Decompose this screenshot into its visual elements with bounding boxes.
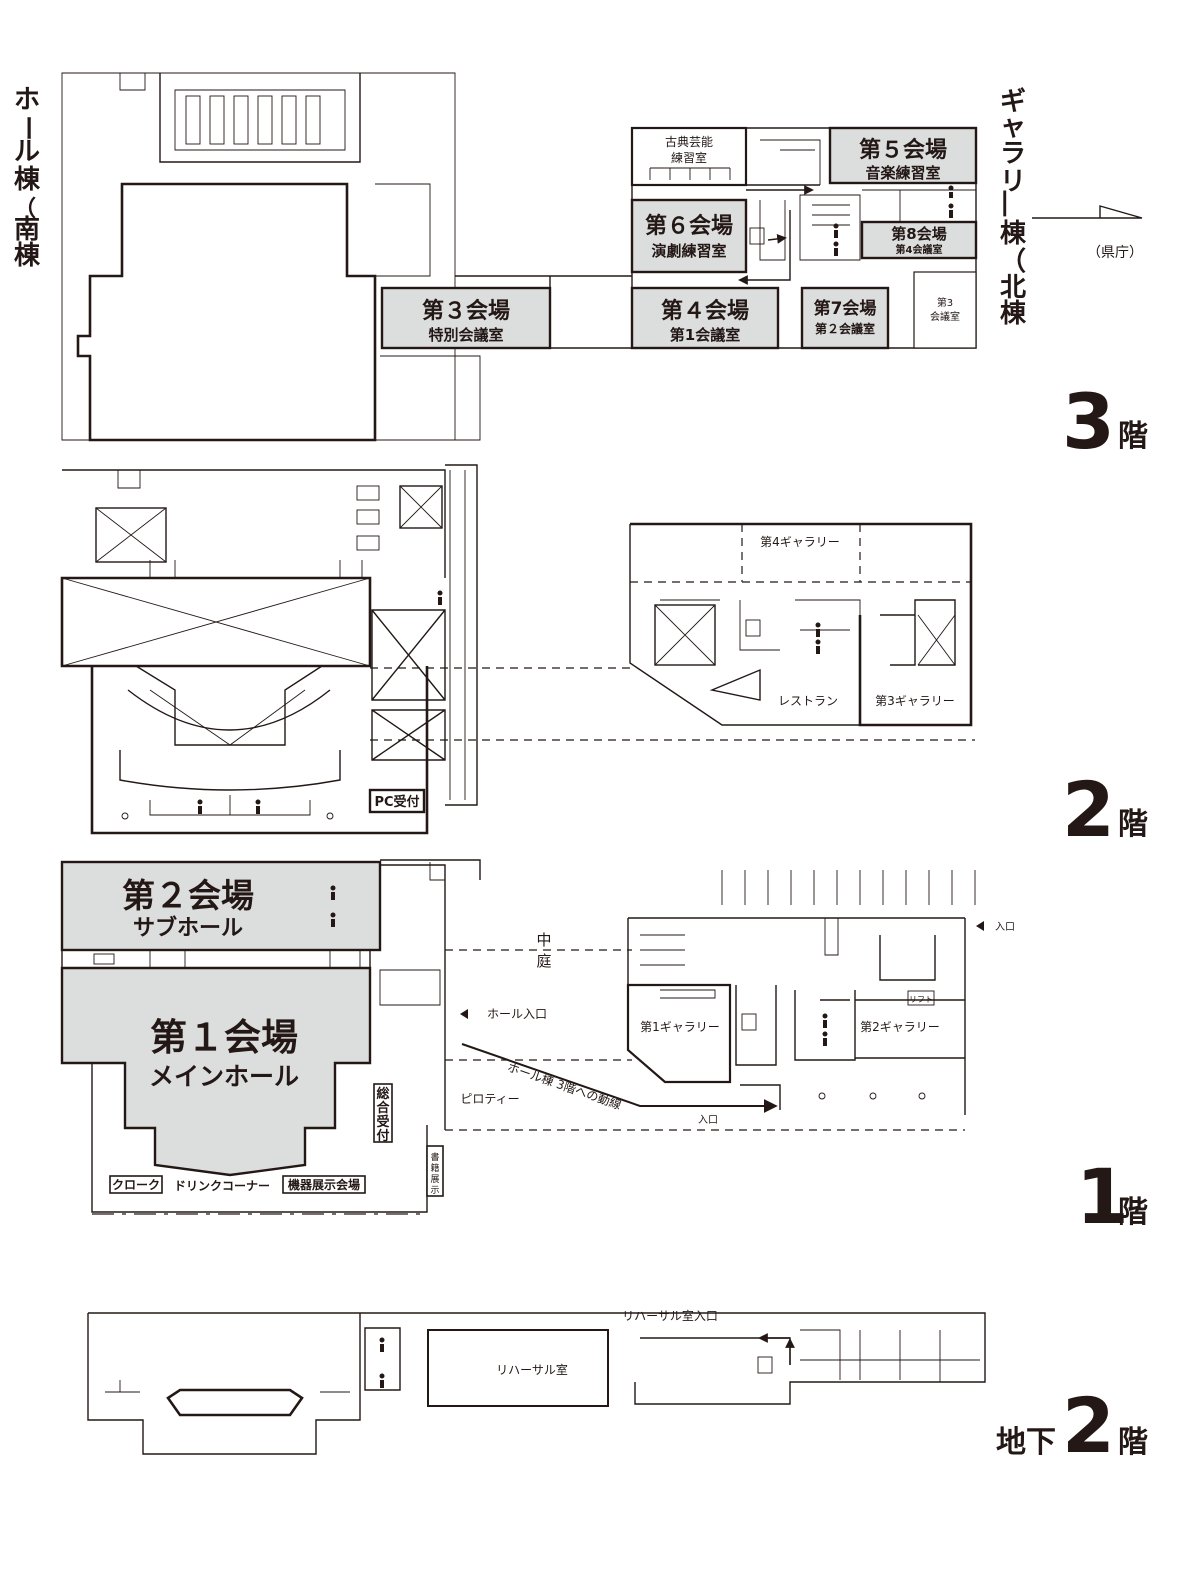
reception-c3: 受 [376,1114,389,1130]
hall-wing-label: ホ ー ル 棟 （ 南 棟 [12,85,42,271]
gallery-wing-c2: ャ [1000,112,1026,142]
meeting3-label: 第3 [937,296,953,309]
floor-label-3: 3 階 [1062,377,1148,466]
venue2-sub: サブホール [133,915,243,941]
equipment-hall-label: 機器展示会場 [288,1177,360,1192]
gallery-wing-c3: ラ [1000,139,1026,169]
lift-label: リフト [909,995,933,1004]
prefecture-office-label: （県庁） [1087,245,1143,261]
gallery-wing-c8: 北 [1000,273,1026,303]
venue5-sub: 音楽練習室 [865,164,940,182]
floor2-unit: 階 [1118,807,1148,842]
venue3-title: 第３会場 [422,298,510,324]
venue3-sub: 特別会議室 [428,326,503,344]
venue1-sub: メインホール [149,1062,299,1091]
gallery-wing-c4: リ [1000,167,1026,197]
gallery-wing-label: ギ ャ ラ リ | 棟 （ 北 棟 [1000,87,1027,329]
gallery2-label: 第2ギャラリー [860,1020,940,1034]
floor1-num: 1 [1076,1152,1129,1241]
venue7-sub: 第２会議室 [815,321,875,336]
book-display-c2: 籍 [430,1162,439,1174]
floor-3-plan: 古典芸能 練習室 第５会場 音楽練習室 第６会場 演劇練習室 第8会場 第4会議… [61,72,1143,442]
venue1-title: 第１会場 [150,1016,298,1059]
hall-wing-c4: 棟 [14,165,41,195]
elevator-icon-1f [741,1013,757,1031]
hall-wing-c2: ー [12,115,42,141]
floor2-num: 2 [1062,765,1115,854]
elevator-icon-2f [745,619,761,637]
gallery-wing-c9: 棟 [1000,299,1027,329]
floorb2-unit: 階 [1118,1425,1148,1460]
floorb2-num: 2 [1062,1381,1115,1470]
reception-c1: 総 [376,1086,389,1102]
rehearsal-entrance-label: リハーサル室入口 [622,1308,718,1323]
gallery-wing-c6: 棟 [1000,219,1027,249]
reception-c4: 付 [376,1128,389,1144]
gallery-wing-c7: （ [1000,247,1026,277]
venue6-title: 第６会場 [645,213,733,239]
drink-corner-label: ドリンクコーナー [174,1179,270,1193]
venue2-title: 第２会場 [122,876,254,915]
floor3-unit: 階 [1118,419,1148,454]
floor3-num: 3 [1062,377,1115,466]
hall-wing-c5: （ [14,197,36,222]
courtyard-c1: 中 [536,931,551,949]
classical-room-label: 古典芸能 [665,134,713,149]
route-label: ホール棟 3階への動線 [506,1059,624,1112]
floor-label-b2: 地下 2 階 [996,1381,1148,1470]
gallery1-label: 第1ギャラリー [640,1020,720,1034]
hall-wing-c3: ル [14,137,40,167]
hall-wing-c1: ホ [14,85,40,115]
gallery3-label: 第3ギャラリー [875,694,955,708]
book-display-c4: 示 [430,1186,439,1196]
meeting3-label-2: 会議室 [930,310,960,323]
floorb2-prefix: 地下 [996,1425,1056,1460]
hall-wing-c7: 棟 [14,241,41,271]
hall-entrance-label: ホール入口 [487,1007,547,1021]
elevator-icon-b2 [757,1356,773,1374]
elevator-icon [749,227,765,245]
courtyard-c2: 庭 [536,952,551,970]
cloak-label: クローク [112,1178,160,1192]
gallery-wing-c1: ギ [1000,87,1026,117]
restaurant-label: レストラン [778,694,838,708]
pc-reception-label: PC受付 [374,794,419,810]
venue7-title: 第7会場 [814,298,877,319]
venue4-sub: 第1会議室 [670,326,740,344]
pilotis-label: ピロティー [460,1092,519,1106]
book-display-c1: 書 [430,1151,439,1163]
reception-c2: 合 [376,1100,390,1116]
floor-b2-plan: リハーサル室 リハーサル室入口 [87,1308,986,1455]
floor-1-plan: 第２会場 サブホール 第１会場 メインホール 総 合 受 付 書 籍 展 示 ク… [60,859,1015,1215]
gallery4-label: 第4ギャラリー [760,535,840,549]
hall-wing-c6: 南 [14,215,40,245]
venue6-sub: 演劇練習室 [651,242,726,260]
venue8-sub: 第4会議室 [896,243,943,256]
entrance-north-label: 入口 [995,922,1015,933]
floor-label-1: 1 階 [1076,1152,1148,1241]
venue8-title: 第8会場 [891,225,946,243]
rehearsal-label: リハーサル室 [496,1362,568,1377]
classical-room-label-2: 練習室 [671,150,707,165]
venue4-title: 第４会場 [661,298,749,324]
floor1-unit: 階 [1118,1195,1148,1230]
book-display-c3: 展 [430,1174,439,1185]
entrance-label: 入口 [698,1115,718,1126]
floor-2-plan: PC受付 第4ギャラリー レストラン 第3ギャラリー [60,464,975,835]
gallery-wing-c5: | [1000,187,1010,217]
floor-label-2: 2 階 [1062,765,1148,854]
venue5-title: 第５会場 [859,137,947,163]
